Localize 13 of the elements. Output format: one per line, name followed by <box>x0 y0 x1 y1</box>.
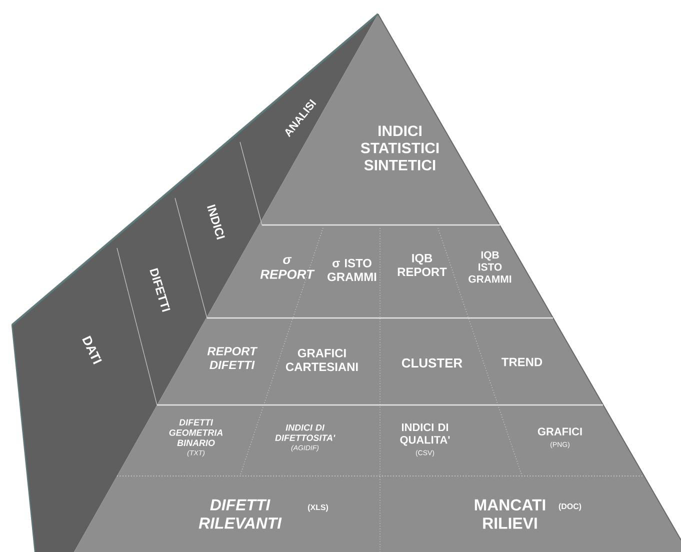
side-band-label: INDICI <box>207 204 225 240</box>
side-band-label: DATI <box>82 336 102 364</box>
pyramid-cell-label: INDICI STATISTICI SINTETICI <box>360 126 439 170</box>
pyramid-cell-label: TREND <box>502 358 542 366</box>
pyramid-cell-label: IQB ISTO GRAMMI <box>468 251 512 283</box>
pyramid-cell-label: REPORT DIFETTI <box>207 346 258 370</box>
pyramid-cell-label: σ ISTO GRAMMI <box>328 258 376 282</box>
pyramid-cell-label: GRAFICI CARTESIANI <box>286 348 358 372</box>
pyramid-cell-label: CLUSTER <box>402 358 462 368</box>
pyramid-cell-label: σ REPORT <box>260 257 315 279</box>
pyramid-cell-label: IQB REPORT <box>398 254 447 276</box>
pyramid-cell-label: MANCATI RILIEVI <box>474 499 546 529</box>
pyramid-cell-label: DIFETTI RILEVANTI <box>198 499 282 529</box>
